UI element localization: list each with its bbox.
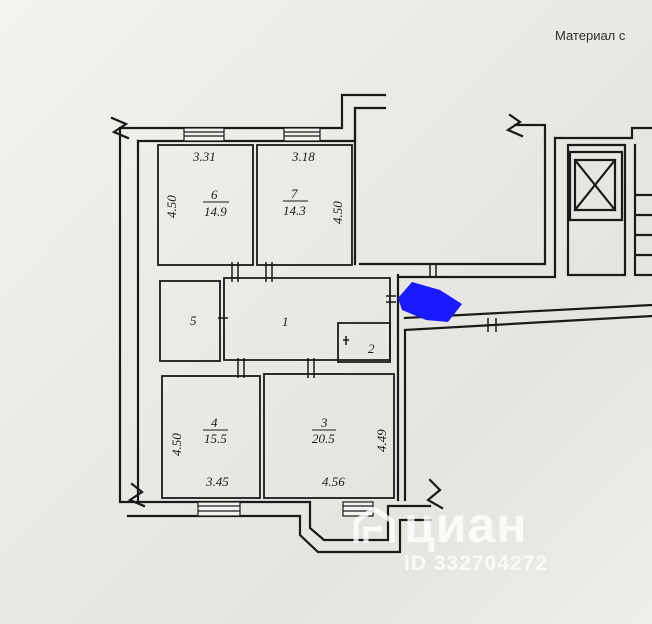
room-7-dim-top: 3.18 (291, 149, 315, 164)
cian-logo-icon (353, 506, 395, 543)
door-room-3 (307, 358, 315, 378)
room-1-number: 1 (282, 314, 289, 329)
outer-wall-top (118, 93, 387, 130)
room-4-dim-bottom: 3.45 (205, 474, 229, 489)
door-room-7 (265, 262, 273, 282)
stair-steps (635, 193, 652, 257)
room-4-area: 15.5 (204, 431, 227, 446)
door-corridor (429, 265, 497, 332)
room-6-dim-top: 3.31 (192, 149, 216, 164)
break-mark-top-right (505, 113, 524, 138)
elevator-shaft (573, 158, 617, 212)
room-1-outline (223, 277, 391, 361)
break-mark-bottom-right (426, 478, 444, 510)
room-6-dim-side: 4.50 (164, 195, 179, 218)
stair-right (633, 143, 652, 277)
room-4-number: 4 (211, 415, 218, 430)
room-7-dim-side: 4.50 (330, 201, 345, 224)
elevator-frame (568, 150, 624, 222)
door-room-2 (343, 336, 349, 345)
room-4-dim-side: 4.50 (169, 433, 184, 456)
room-7-outline (256, 144, 353, 266)
room-7-area: 14.3 (283, 203, 306, 218)
corridor-upper-2 (396, 136, 557, 279)
room-2-number: 2 (368, 341, 375, 356)
room-2-outline (337, 322, 391, 363)
outer-wall-bottom-inner (136, 500, 432, 542)
room-4-outline (161, 375, 261, 499)
stair-block (553, 126, 652, 140)
watermark-listing-id: ID 332704272 (404, 552, 548, 575)
room-7-number: 7 (291, 186, 298, 201)
break-mark-top-left (110, 116, 130, 140)
room-3-number: 3 (320, 415, 328, 430)
door-room-4 (237, 358, 245, 378)
outer-wall-top-inner (136, 106, 387, 143)
door-room-6 (231, 262, 239, 282)
room-6-outline (157, 144, 254, 266)
outer-wall-bottom (126, 514, 432, 554)
room-3-dim-bottom: 4.56 (322, 474, 345, 489)
room-5-outline (159, 280, 221, 362)
stair-block-inner (566, 143, 627, 277)
room-3-dim-side: 4.49 (374, 429, 389, 452)
door-entrance (386, 295, 396, 303)
window-room-4 (197, 501, 241, 517)
room-6-number: 6 (211, 187, 218, 202)
material-header-text: Материал с (555, 28, 626, 43)
outer-wall-left (118, 126, 140, 504)
window-room-6 (183, 127, 225, 142)
room-5-number: 5 (190, 313, 197, 328)
room-6-area: 14.9 (204, 204, 227, 219)
watermark-brand: циан (404, 497, 528, 553)
window-room-7 (283, 127, 321, 142)
room-3-area: 20.5 (312, 431, 335, 446)
redaction-mark (398, 282, 462, 322)
corridor-wall-top (403, 314, 652, 332)
room-3-outline (263, 373, 395, 499)
corridor-upper (358, 123, 547, 266)
